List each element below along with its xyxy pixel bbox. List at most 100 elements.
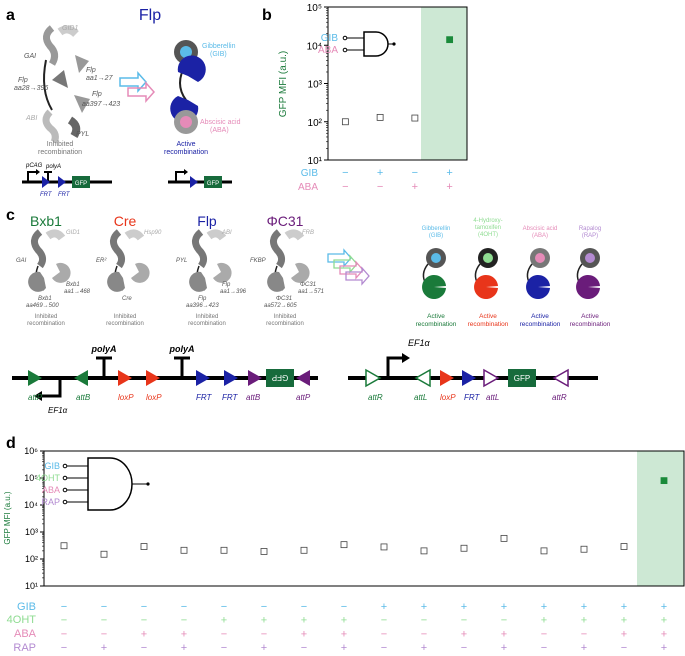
c-ligand: [483, 253, 493, 263]
sign-d: −: [421, 628, 427, 640]
c-ef1a-arrowhead-right: [402, 353, 410, 363]
sign-d: −: [141, 615, 147, 627]
c-fragment-1: [213, 262, 232, 283]
and-gate-b: [342, 31, 396, 57]
gate-d-input-4oht: 4OHT: [36, 473, 61, 483]
panel-c-letter: c: [6, 207, 15, 224]
sign-d: −: [301, 642, 307, 654]
gid1-domain: [43, 25, 59, 66]
sign-d: +: [661, 601, 667, 613]
c-inhibited-captions: InhibitedrecombinationInhibitedrecombina…: [27, 314, 304, 327]
sign-d: +: [341, 642, 347, 654]
data-point-d: [260, 548, 268, 555]
c-ef1a-arrowhead-left: [34, 391, 42, 401]
c-construct-left: [12, 356, 318, 401]
sign-d: −: [541, 628, 547, 640]
c-bxb1-frag2: Bxb1: [38, 296, 52, 302]
c-sensor-domain-a: [270, 229, 286, 269]
c-label-loxp-right: loxP: [440, 393, 456, 402]
c-ef1a-promoter-right: [386, 356, 404, 378]
c-attp-2: [296, 370, 310, 386]
c-active-l1: Active: [427, 313, 445, 320]
label-frt-2: FRT: [58, 192, 71, 198]
sign-d: +: [141, 628, 147, 640]
aba-label-l1: Abscisic acid: [200, 119, 241, 126]
c-recombinase-cartoons: [28, 229, 310, 292]
ytick-label-b: 10⁵: [307, 3, 322, 14]
c-active-l2: recombination: [570, 321, 611, 328]
c-flp-abi: ABI: [221, 230, 232, 236]
ytick-label-d: 10⁴: [24, 500, 38, 510]
c-fragment-1: [131, 262, 150, 283]
gate-d-output-node: [146, 482, 150, 486]
sign-b: +: [412, 181, 418, 193]
c-phi-frb: FRB: [302, 230, 314, 236]
sign-d: +: [341, 628, 347, 640]
gate-d-node-1: [62, 463, 68, 469]
c-ligand-label: Gibberellin: [422, 226, 451, 232]
c-flp-frag1-range: aa1→396: [220, 289, 247, 295]
input-node-1: [342, 35, 348, 41]
input-node-2: [342, 47, 348, 53]
gate-b-input-aba: ABA: [318, 45, 338, 56]
c-inhibited-l2: recombination: [106, 321, 144, 327]
c-attb-1: [74, 370, 88, 386]
sign-b: −: [412, 167, 418, 179]
c-active-l2: recombination: [520, 321, 561, 328]
sign-d: −: [461, 615, 467, 627]
promoter-right-arrowhead: [184, 169, 188, 175]
arrow-aba: [127, 81, 156, 103]
data-point-d: [60, 542, 68, 550]
c-fragment-2: [28, 271, 46, 292]
sign-b: +: [377, 167, 383, 179]
data-point-b: [446, 36, 454, 44]
c-sensor-domain-a: [110, 229, 126, 269]
c-inhibited-l2: recombination: [266, 321, 304, 327]
sign-d: −: [421, 615, 427, 627]
c-frt-1: [196, 370, 210, 386]
sign-d: −: [381, 615, 387, 627]
c-label-attl-2: attL: [486, 393, 499, 402]
polya-terminator-icon: [44, 171, 52, 182]
sign-d: −: [61, 642, 67, 654]
c-sensor-domain-a: [192, 229, 208, 269]
c-name-bxb1: Bxb1: [30, 213, 62, 229]
construct-a-left: [22, 169, 112, 188]
data-point-d: [340, 541, 348, 549]
output-node: [392, 42, 396, 46]
sign-d: +: [301, 615, 307, 627]
label-pyl: PYL: [76, 131, 89, 138]
c-arrow-aba: [339, 260, 364, 280]
sign-d: +: [581, 642, 587, 654]
sign-d: +: [661, 615, 667, 627]
c-label-attr-2: attR: [552, 393, 567, 402]
c-phi-frag1-range: aa1→571: [298, 289, 324, 295]
data-point-b: [341, 118, 349, 126]
arrow-gib: [119, 71, 148, 93]
gfp-box-left: [72, 176, 90, 188]
c-ligand-label: (4OHT): [478, 232, 498, 238]
data-point-d: [220, 546, 228, 554]
c-label-attp-2: attP: [296, 393, 311, 402]
label-flp-range-2: aa28→396: [14, 85, 48, 92]
sign-d: −: [581, 628, 587, 640]
c-attr-1: [365, 368, 382, 388]
c-recombinase-reconstituted: [474, 275, 498, 300]
c-flp-frag2: Flp: [198, 296, 207, 302]
active-caption-l2: recombination: [164, 149, 208, 156]
signs-d: −−−−−−−−++++++++−−−−++++−−−−++++−−++−−++…: [61, 601, 667, 654]
gate-d-input-rap: RAP: [41, 497, 60, 507]
c-attl-2: [483, 368, 500, 388]
c-inhibited-l2: recombination: [27, 321, 65, 327]
plot-frame-d: [43, 450, 685, 587]
c-ligand-label: (ABA): [532, 233, 548, 239]
flp-inhibited-cartoon: [42, 25, 90, 144]
sign-d: +: [181, 628, 187, 640]
ytick-label-b: 10⁴: [307, 41, 322, 52]
c-fragment-2: [267, 271, 285, 292]
c-ligand-label: Abscisic acid: [523, 226, 558, 232]
panel-a: a Flp GID1 GAI Flp aa1→27 Flp aa28→396 F…: [6, 7, 241, 198]
data-point-d: [100, 550, 108, 558]
c-recombinase-reconstituted: [422, 275, 446, 300]
c-label-ef1a-right: EF1α: [408, 338, 431, 348]
